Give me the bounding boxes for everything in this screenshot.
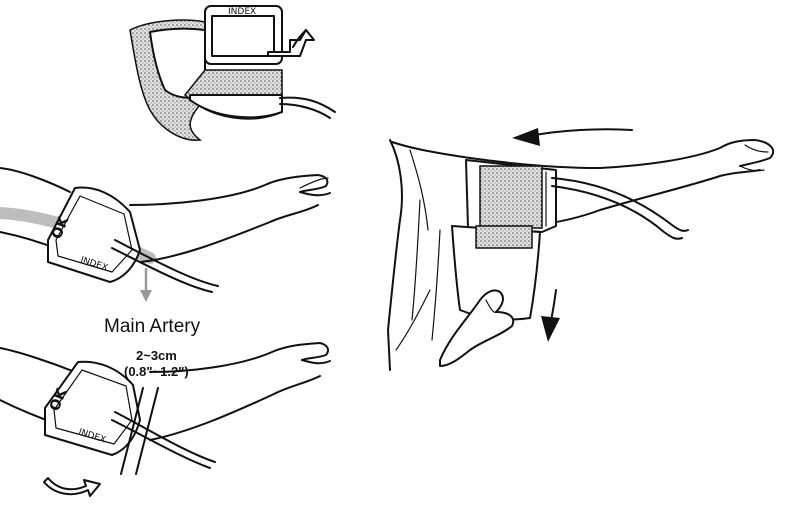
cuff-index-top-text: INDEX [228,7,256,17]
cuff-mesh [480,166,542,228]
panel-cuff-distance: OK INDEX 2~3cm (0.8"~1.2") [0,343,330,496]
panel-pull-down [388,128,773,370]
panel-artery-position: OK INDEX Main Artery [0,168,330,337]
main-artery-label: Main Artery [104,316,201,337]
panel-cuff-open: INDEX [130,6,335,140]
distance-label: 2~3cm [136,348,177,363]
rotate-arrow [44,478,100,496]
distance-imperial-label: (0.8"~1.2") [124,364,189,379]
slide-left-arrow [530,129,632,136]
